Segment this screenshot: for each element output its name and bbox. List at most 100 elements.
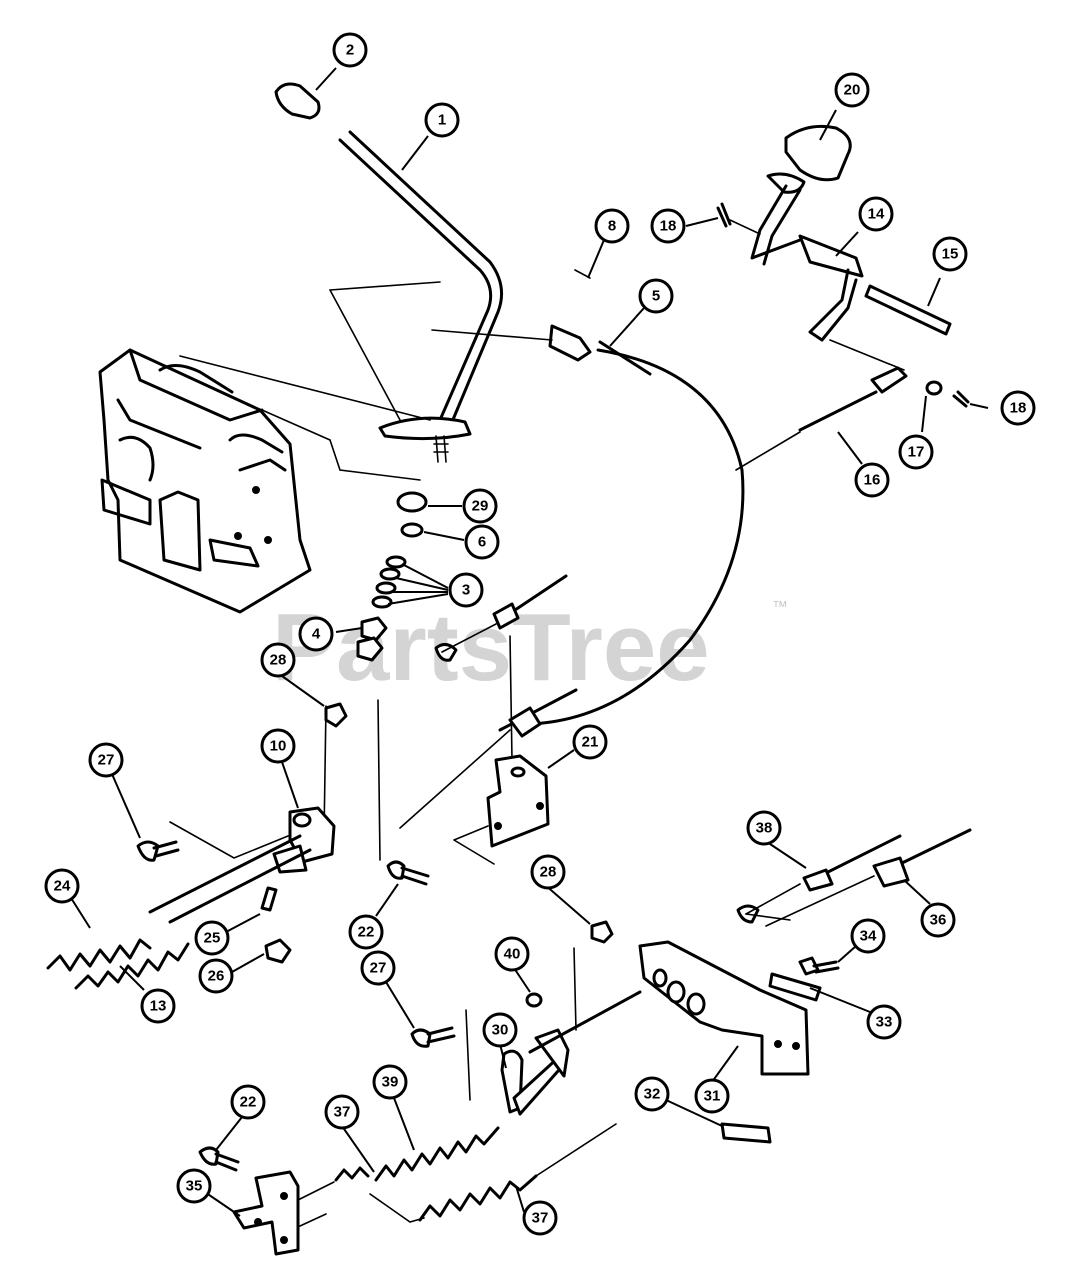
svg-text:1: 1 [438,112,446,129]
svg-text:3: 3 [462,582,470,599]
callout-37-upper: 37 [324,1094,360,1130]
callout-22-lower: 22 [230,1084,266,1120]
callout-18-upper: 18 [650,208,686,244]
spring-37b [369,1123,617,1223]
svg-text:14: 14 [868,206,885,223]
svg-text:22: 22 [240,1094,257,1111]
callout-1: 1 [424,102,460,138]
callout-30: 30 [482,1012,518,1048]
callout-25: 25 [194,920,230,956]
cable-36 [745,828,972,927]
nut-28b [573,920,614,1031]
lever-knob [274,82,321,120]
callout-28-upper: 28 [260,642,296,678]
cable-5 [431,269,745,726]
callout-4: 4 [298,616,334,652]
spring-24 [46,938,152,972]
svg-text:13: 13 [150,998,167,1015]
svg-text:33: 33 [876,1014,893,1031]
spring-39 [374,1126,500,1182]
callout-37-lower: 37 [522,1200,558,1236]
bolt-22a [386,860,430,886]
bolt-22b [198,1146,240,1172]
svg-text:5: 5 [652,288,660,305]
callout-20: 20 [834,72,870,108]
callout-40: 40 [494,936,530,972]
callout-14: 14 [858,196,894,232]
callout-21: 21 [572,724,608,760]
linkage-rods [323,574,578,861]
svg-text:18: 18 [660,218,677,235]
callout-34: 34 [850,918,886,954]
callout-2: 2 [332,32,368,68]
svg-text:2: 2 [346,42,354,59]
spring-37a [334,1166,370,1182]
callout-10: 10 [260,728,296,764]
callout-36: 36 [920,902,956,938]
callout-29: 29 [462,488,498,524]
lever-10 [148,806,336,924]
callout-15: 15 [932,236,968,272]
callout-24: 24 [44,868,80,904]
callout-39: 39 [372,1064,408,1100]
svg-text:37: 37 [334,1104,351,1121]
svg-text:26: 26 [208,968,225,985]
bolt-27b [410,1009,471,1101]
svg-text:35: 35 [186,1178,203,1195]
callout-18-right: 18 [1000,390,1036,426]
bolt-27a [136,840,180,862]
shift-lever [329,130,504,463]
svg-text:38: 38 [756,820,773,837]
svg-text:10: 10 [270,738,287,755]
callout-38: 38 [746,810,782,846]
callout-33: 33 [866,1004,902,1040]
callout-5: 5 [638,278,674,314]
callout-26: 26 [198,958,234,994]
callout-32: 32 [634,1076,670,1112]
callout-35: 35 [176,1168,212,1204]
screw-25-nut-26 [260,886,292,964]
svg-text:16: 16 [864,472,881,489]
callout-28-lower: 28 [530,854,566,890]
svg-text:40: 40 [504,946,521,963]
svg-text:30: 30 [492,1022,509,1039]
svg-text:21: 21 [582,734,599,751]
callout-3: 3 [448,572,484,608]
pedal-assembly [729,124,952,342]
svg-text:31: 31 [704,1088,721,1105]
callout-31: 31 [694,1078,730,1114]
svg-text:27: 27 [370,960,387,977]
callout-27-upper: 27 [88,742,124,778]
bracket-21 [453,754,550,865]
cotter-pin-18a [716,202,732,228]
callout-13: 13 [140,988,176,1024]
watermark-trademark: ™ [772,599,788,616]
svg-text:25: 25 [204,930,221,947]
callout-17: 17 [898,434,934,470]
svg-text:4: 4 [312,626,321,643]
svg-text:27: 27 [98,752,115,769]
lever-30 [500,990,642,1116]
bracket-31 [638,940,810,1076]
svg-text:28: 28 [270,652,287,669]
leader-lines [65,67,989,1217]
svg-text:37: 37 [532,1210,549,1227]
hardware-stack [356,491,428,662]
svg-text:29: 29 [472,498,489,515]
callout-22-middle: 22 [348,914,384,950]
bracket-35 [232,1170,335,1256]
svg-text:17: 17 [908,444,925,461]
svg-text:24: 24 [54,878,71,895]
watermark: PartsTree [272,594,710,701]
callout-16: 16 [854,462,890,498]
nut-40 [525,992,543,1008]
nut-28a [324,702,348,728]
mounting-housing [98,348,431,614]
svg-text:36: 36 [930,912,947,929]
svg-text:8: 8 [608,218,616,235]
shim-32 [720,1122,772,1144]
callout-27-lower: 27 [360,950,396,986]
callout-6: 6 [464,524,500,560]
spring-13 [74,942,190,990]
